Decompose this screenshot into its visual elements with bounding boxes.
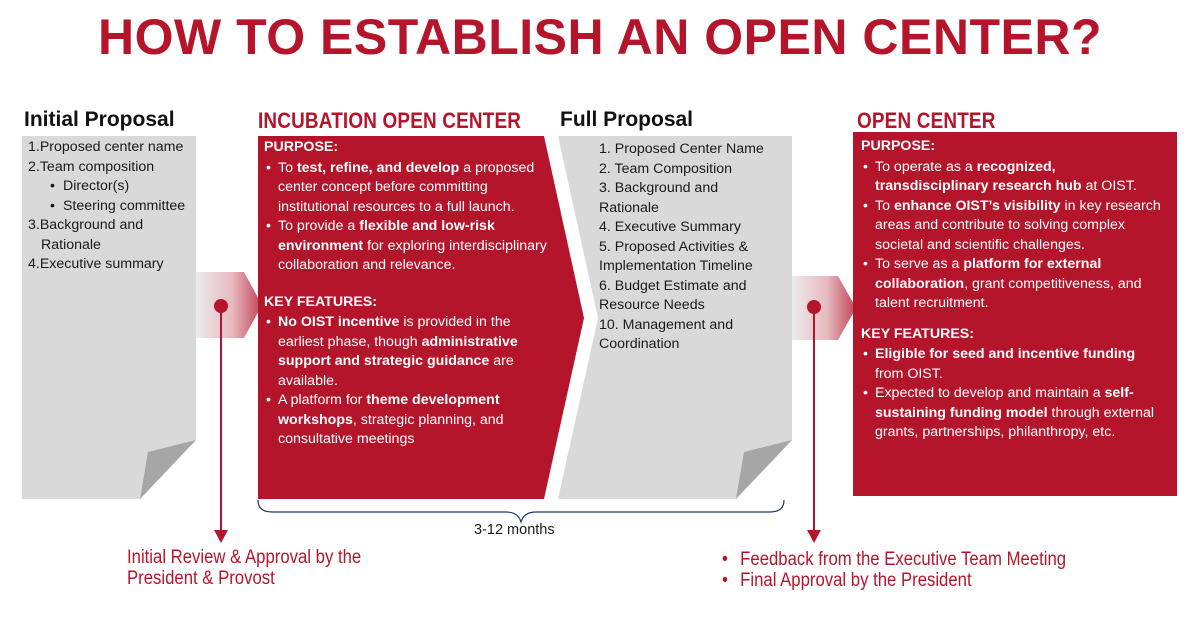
list-item: 1.Proposed center name (28, 139, 184, 155)
open-center-features-label: KEY FEATURES: (861, 325, 974, 342)
list-item: 5. Proposed Activities & Implementation … (599, 238, 753, 275)
open-center-content: PURPOSE: To operate as a recognized, tra… (861, 137, 1167, 443)
open-center-heading: OPEN CENTER (857, 108, 996, 133)
list-item: Final Approval by the President (722, 570, 1066, 591)
list-item: To serve as a platform for external coll… (861, 255, 1167, 314)
list-item: 2. Team Composition (599, 160, 733, 177)
list-item: Director(s) (28, 177, 196, 197)
list-item: To test, refine, and develop a proposed … (264, 159, 548, 218)
list-item: To provide a flexible and low-risk envir… (264, 217, 548, 276)
initial-proposal-list: 1.Proposed center name 2.Team compositio… (28, 138, 196, 275)
list-item: 4. Executive Summary (599, 219, 741, 235)
list-item: 3. Background and Rationale (599, 180, 719, 216)
page-title: HOW TO ESTABLISH AN OPEN CENTER? (98, 9, 1102, 65)
incubation-purpose-label: PURPOSE: (264, 139, 339, 155)
initial-proposal-fold (140, 440, 196, 499)
initial-proposal-paper (22, 136, 196, 499)
full-proposal-list: 1. Proposed Center Name 2. Team Composit… (599, 140, 779, 355)
connector-arrow-1 (196, 272, 262, 338)
list-item: Rationale (41, 236, 101, 253)
open-center-purpose-label: PURPOSE: (861, 138, 936, 154)
review-arrowhead (214, 530, 228, 543)
list-item: Eligible for seed and incentive funding … (861, 345, 1167, 384)
list-item: Expected to develop and maintain a self-… (861, 384, 1167, 443)
full-proposal-fold (736, 440, 792, 499)
list-item: Feedback from the Executive Team Meeting (722, 549, 1066, 570)
incubation-heading: INCUBATION OPEN CENTER (258, 108, 522, 133)
list-item: 6. Budget Estimate and Resource Needs (599, 277, 747, 314)
list-item: 1. Proposed Center Name (599, 141, 764, 157)
list-item: A platform for theme development worksho… (264, 391, 548, 450)
list-item: 3.Background and (28, 217, 144, 233)
full-proposal-paper (558, 136, 792, 499)
list-item: 4.Executive summary (28, 256, 164, 272)
duration-label: 3-12 months (474, 522, 555, 538)
list-item: 2.Team composition (28, 158, 155, 175)
list-item: To operate as a recognized, transdiscipl… (861, 158, 1167, 197)
incubation-content: PURPOSE: To test, refine, and develop a … (264, 138, 548, 450)
duration-brace (257, 499, 785, 525)
review-note: Initial Review & Approval by the Preside… (127, 547, 362, 589)
approval-arrowhead (807, 530, 821, 543)
list-item: No OIST incentive is provided in the ear… (264, 313, 548, 391)
list-item: To enhance OIST’s visibility in key rese… (861, 197, 1167, 256)
incubation-features-label: KEY FEATURES: (264, 293, 377, 310)
final-approval-notes: Feedback from the Executive Team Meeting… (722, 549, 1066, 591)
list-item: Steering committee (28, 197, 196, 217)
list-item: 10. Management and Coordination (599, 316, 734, 353)
full-proposal-heading: Full Proposal (560, 108, 694, 131)
connector-arrow-2 (792, 276, 856, 340)
initial-proposal-heading: Initial Proposal (24, 108, 175, 131)
